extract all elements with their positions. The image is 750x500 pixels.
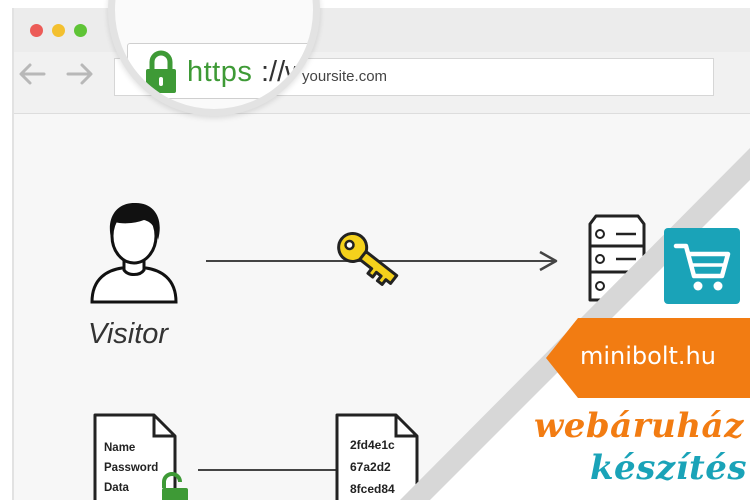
maximize-window-button[interactable]: [74, 24, 87, 37]
arrow-head-icon: [539, 250, 558, 272]
brand-banner: [546, 318, 750, 398]
cart-badge: [664, 228, 740, 304]
lock-icon: [146, 50, 176, 93]
key-icon: [337, 231, 399, 286]
doc-line: 67a2d2: [350, 460, 391, 474]
visitor-label: Visitor: [88, 318, 169, 350]
close-window-button[interactable]: [30, 24, 43, 37]
promo-tagline-2: készítés: [590, 448, 748, 488]
magnifier-lens: https ://w: [108, 0, 320, 116]
encrypted-document-text: 2fd4e1c 67a2d2 8fced84: [350, 434, 395, 500]
doc-line: 2fd4e1c: [350, 438, 395, 452]
connection-line: [198, 469, 336, 471]
url-separator: ://w: [261, 56, 307, 88]
url-domain: yoursite.com: [302, 68, 388, 85]
doc-line: Name: [104, 442, 136, 454]
server-icon: [588, 214, 646, 302]
forward-arrow-icon[interactable]: [62, 56, 98, 92]
doc-line: Password: [104, 462, 159, 474]
promo-tagline-1: webáruház: [534, 406, 744, 446]
doc-line: Data: [104, 482, 129, 494]
url-protocol: https: [187, 56, 253, 88]
open-lock-icon: [162, 472, 188, 500]
user-icon: [90, 202, 178, 304]
doc-line: 8fced84: [350, 482, 395, 496]
minimize-window-button[interactable]: [52, 24, 65, 37]
cart-icon: [673, 243, 731, 291]
brand-banner-text: minibolt.hu: [580, 342, 716, 370]
plain-document-text: Name Password Data: [104, 438, 158, 498]
document-icon: [93, 413, 177, 500]
back-arrow-icon[interactable]: [14, 56, 50, 92]
